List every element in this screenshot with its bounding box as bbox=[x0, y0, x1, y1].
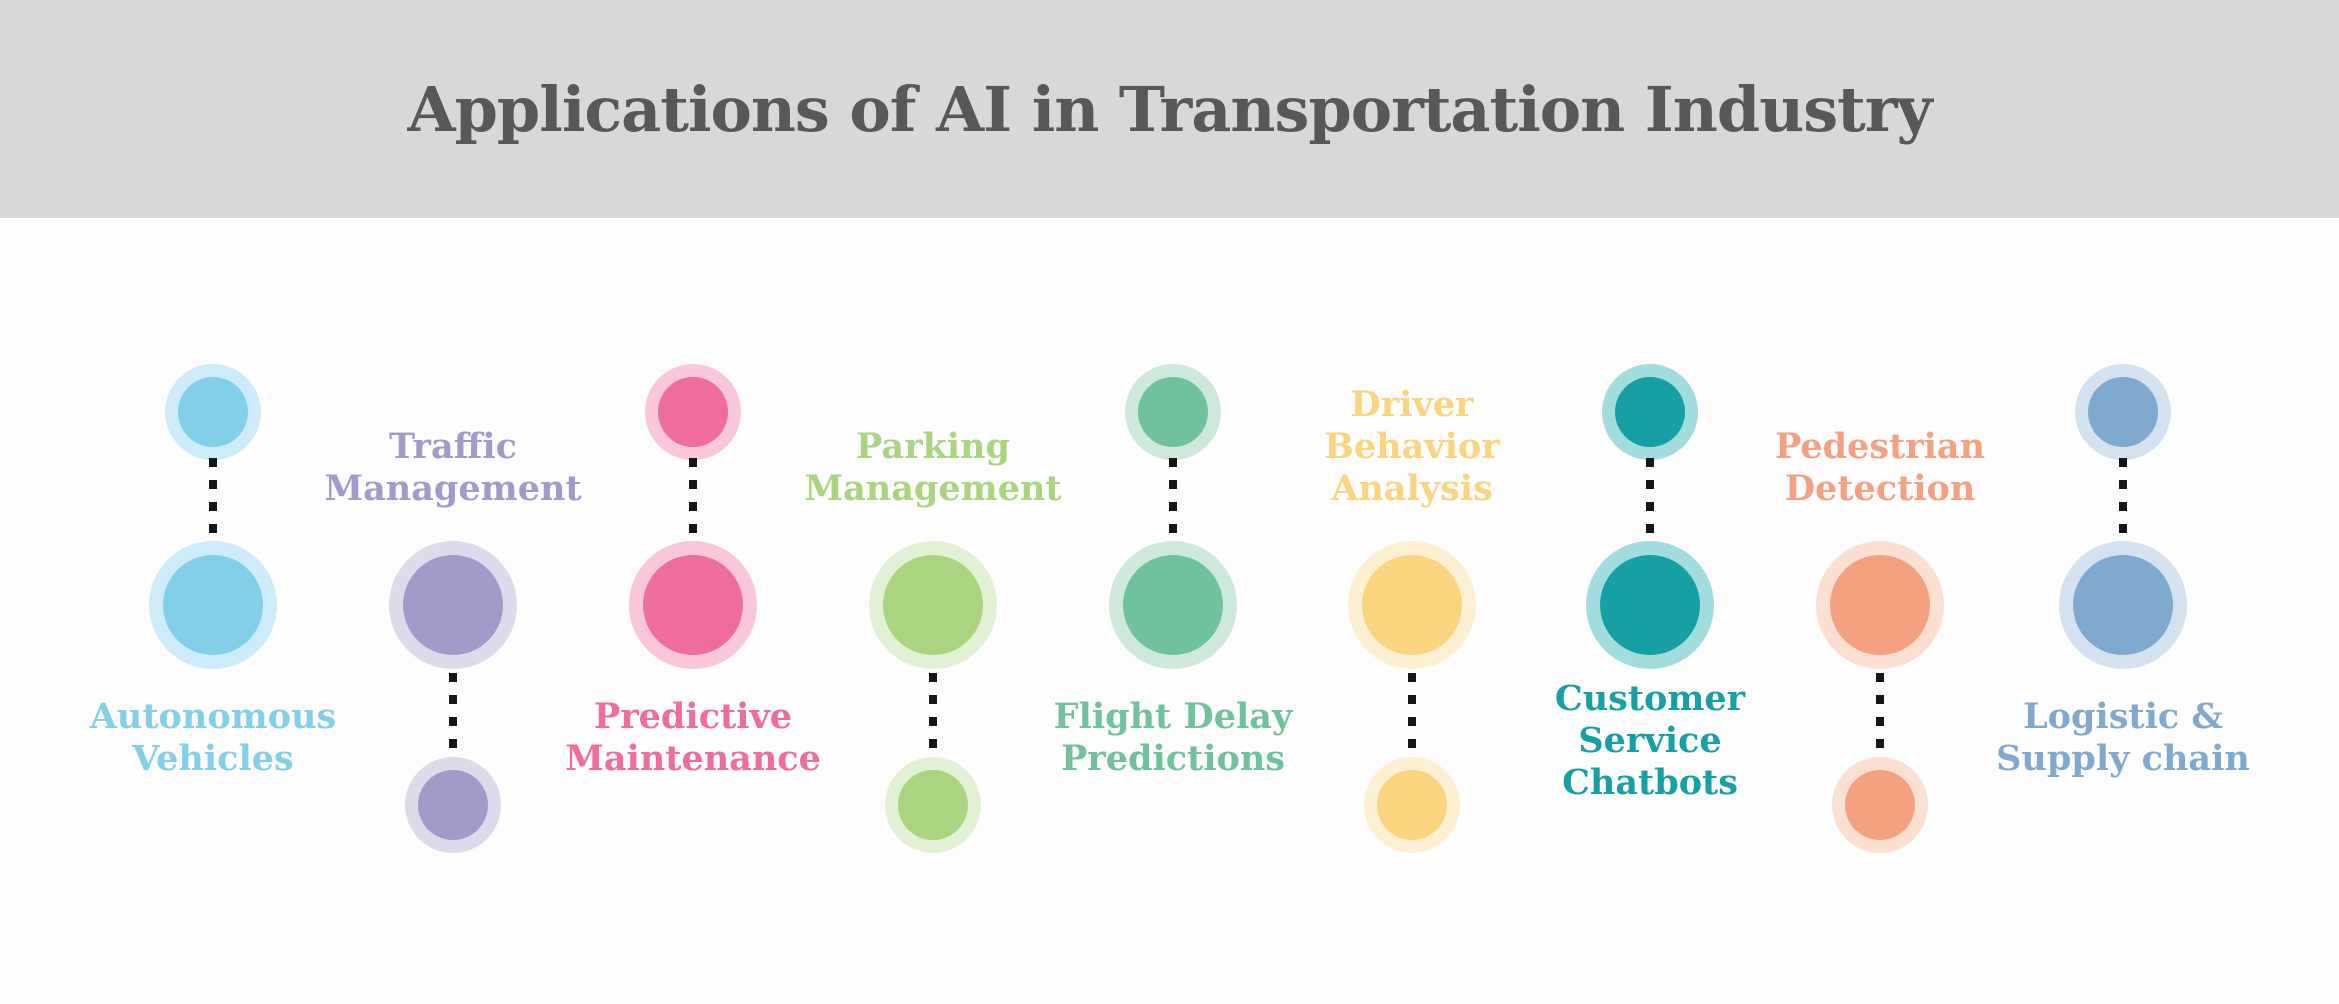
small-node-core bbox=[1138, 377, 1208, 447]
app-label-line: Detection bbox=[1784, 468, 1976, 509]
large-node-circle bbox=[869, 541, 997, 669]
large-node-circle bbox=[389, 541, 517, 669]
app-label-line: Service bbox=[1578, 720, 1722, 761]
small-node-circle bbox=[1364, 757, 1460, 853]
small-node-circle bbox=[165, 364, 261, 460]
app-label-line: Driver bbox=[1350, 384, 1474, 425]
small-node-core bbox=[1845, 770, 1915, 840]
small-node-core bbox=[2088, 377, 2158, 447]
app-label-line: Customer bbox=[1554, 678, 1746, 719]
large-node-circle bbox=[1109, 541, 1237, 669]
small-node-circle bbox=[1602, 364, 1698, 460]
dotted-connector bbox=[1876, 673, 1884, 755]
large-node-circle bbox=[1348, 541, 1476, 669]
app-column-flight-delay-predictions: Flight Delay Predictions bbox=[1033, 218, 1313, 1004]
large-node-core bbox=[163, 555, 263, 655]
large-node-core bbox=[643, 555, 743, 655]
app-column-customer-service-chatbots: Customer Service Chatbots bbox=[1510, 218, 1790, 1004]
small-node-circle bbox=[405, 757, 501, 853]
app-column-driver-behavior-analysis: Driver Behavior Analysis bbox=[1272, 218, 1552, 1004]
app-label-line: Traffic bbox=[389, 426, 517, 467]
app-label-line: Predictions bbox=[1060, 738, 1286, 779]
small-node-core bbox=[898, 770, 968, 840]
small-node-circle bbox=[2075, 364, 2171, 460]
large-node-core bbox=[2073, 555, 2173, 655]
small-node-core bbox=[418, 770, 488, 840]
large-node-core bbox=[883, 555, 983, 655]
app-label: Pedestrian Detection bbox=[1740, 426, 2020, 510]
dotted-connector bbox=[1408, 673, 1416, 755]
dotted-connector bbox=[1169, 458, 1177, 540]
dotted-connector bbox=[209, 458, 217, 540]
app-column-traffic-management: Traffic Management bbox=[313, 218, 593, 1004]
large-node-core bbox=[1830, 555, 1930, 655]
app-label: Driver Behavior Analysis bbox=[1272, 384, 1552, 510]
dotted-connector bbox=[689, 458, 697, 540]
small-node-circle bbox=[885, 757, 981, 853]
dotted-connector bbox=[929, 673, 937, 755]
app-label-line: Autonomous bbox=[89, 696, 337, 737]
large-node-core bbox=[1600, 555, 1700, 655]
large-node-core bbox=[1123, 555, 1223, 655]
app-label-line: Management bbox=[804, 468, 1062, 509]
app-label-line: Management bbox=[324, 468, 582, 509]
app-column-logistic-supply-chain: Logistic & Supply chain bbox=[1983, 218, 2263, 1004]
small-node-core bbox=[658, 377, 728, 447]
large-node-core bbox=[1362, 555, 1462, 655]
app-column-pedestrian-detection: Pedestrian Detection bbox=[1740, 218, 2020, 1004]
app-label-line: Analysis bbox=[1331, 468, 1493, 509]
app-label: Customer Service Chatbots bbox=[1510, 678, 1790, 804]
large-node-core bbox=[403, 555, 503, 655]
app-label-line: Vehicles bbox=[132, 738, 294, 779]
app-label: Predictive Maintenance bbox=[553, 696, 833, 780]
app-label-line: Chatbots bbox=[1562, 762, 1738, 803]
small-node-core bbox=[1377, 770, 1447, 840]
app-column-predictive-maintenance: Predictive Maintenance bbox=[553, 218, 833, 1004]
header-band: Applications of AI in Transportation Ind… bbox=[0, 0, 2339, 218]
app-label: Logistic & Supply chain bbox=[1983, 696, 2263, 780]
app-column-parking-management: Parking Management bbox=[793, 218, 1073, 1004]
app-label-line: Flight Delay bbox=[1053, 696, 1293, 737]
app-label: Traffic Management bbox=[313, 426, 593, 510]
dotted-connector bbox=[449, 673, 457, 755]
app-label: Autonomous Vehicles bbox=[73, 696, 353, 780]
small-node-circle bbox=[645, 364, 741, 460]
timeline-area: Autonomous Vehicles Traffic Management P… bbox=[0, 218, 2339, 1004]
small-node-circle bbox=[1832, 757, 1928, 853]
app-label: Parking Management bbox=[793, 426, 1073, 510]
app-label-line: Logistic & bbox=[2023, 696, 2223, 737]
app-label-line: Supply chain bbox=[1996, 738, 2250, 779]
dotted-connector bbox=[2119, 458, 2127, 540]
app-column-autonomous-vehicles: Autonomous Vehicles bbox=[73, 218, 353, 1004]
dotted-connector bbox=[1646, 458, 1654, 540]
small-node-core bbox=[178, 377, 248, 447]
small-node-core bbox=[1615, 377, 1685, 447]
large-node-circle bbox=[629, 541, 757, 669]
app-label-line: Predictive bbox=[593, 696, 793, 737]
app-label-line: Maintenance bbox=[565, 738, 821, 779]
large-node-circle bbox=[2059, 541, 2187, 669]
large-node-circle bbox=[1816, 541, 1944, 669]
app-label-line: Pedestrian bbox=[1774, 426, 1986, 467]
large-node-circle bbox=[1586, 541, 1714, 669]
small-node-circle bbox=[1125, 364, 1221, 460]
app-label-line: Parking bbox=[856, 426, 1010, 467]
app-label-line: Behavior bbox=[1324, 426, 1500, 467]
page-title: Applications of AI in Transportation Ind… bbox=[407, 72, 1932, 146]
app-label: Flight Delay Predictions bbox=[1033, 696, 1313, 780]
large-node-circle bbox=[149, 541, 277, 669]
